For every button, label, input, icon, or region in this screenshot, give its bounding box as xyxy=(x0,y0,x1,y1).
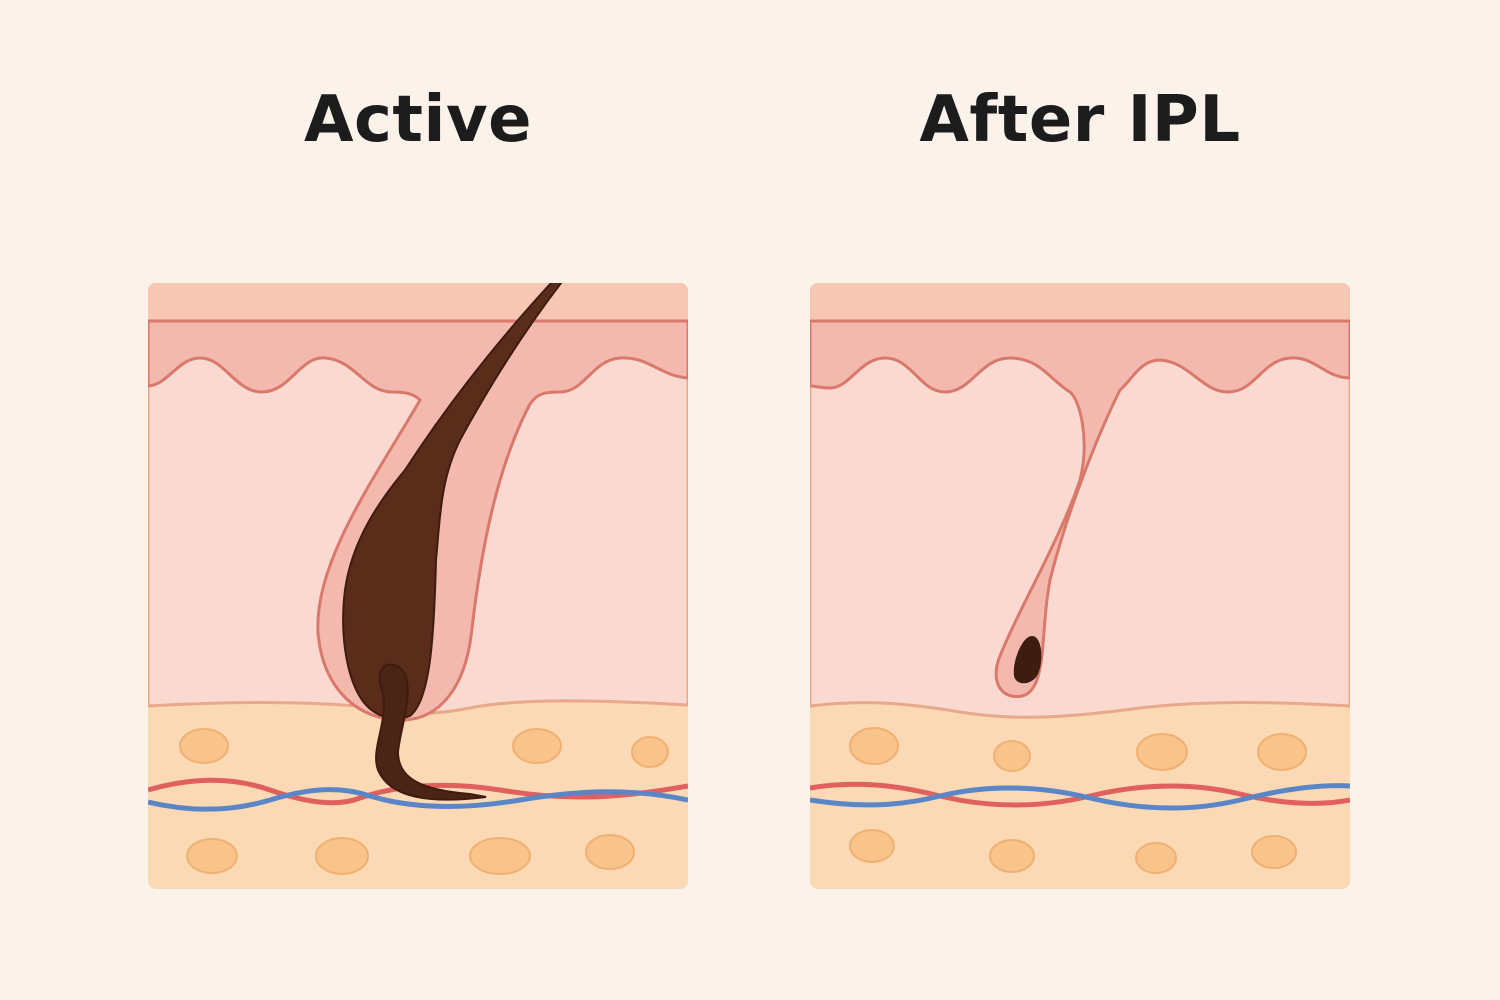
panel-title-active: Active xyxy=(303,83,533,157)
fat-cell xyxy=(631,736,669,768)
fat-cells-active xyxy=(179,728,669,875)
skin-surface-layer xyxy=(810,283,1350,321)
skin-surface-layer xyxy=(148,283,688,321)
hair-remnant-after-ipl xyxy=(1013,636,1042,684)
fat-cell xyxy=(993,740,1031,772)
fat-cell xyxy=(585,834,635,870)
fat-cell xyxy=(1251,835,1297,869)
fat-cells-after-ipl xyxy=(849,727,1307,874)
epidermis-layer xyxy=(810,319,1350,698)
vein xyxy=(810,783,1350,811)
fat-cell xyxy=(849,727,899,765)
skin-panel-after-ipl xyxy=(810,283,1350,889)
vein xyxy=(148,787,688,812)
panel-title-after-ipl: After IPL xyxy=(919,83,1241,157)
fat-cell xyxy=(315,837,369,875)
fat-cell xyxy=(1135,842,1177,874)
fat-cell xyxy=(179,728,229,764)
fat-cell xyxy=(849,829,895,863)
fat-cell xyxy=(186,838,238,874)
dermal-papilla xyxy=(375,663,487,801)
fat-cell xyxy=(1257,733,1307,771)
fat-cell xyxy=(1136,733,1188,771)
fat-cell xyxy=(512,728,562,764)
fat-cell xyxy=(469,837,531,875)
skin-panel-active xyxy=(148,283,688,889)
fat-cell xyxy=(989,839,1035,873)
